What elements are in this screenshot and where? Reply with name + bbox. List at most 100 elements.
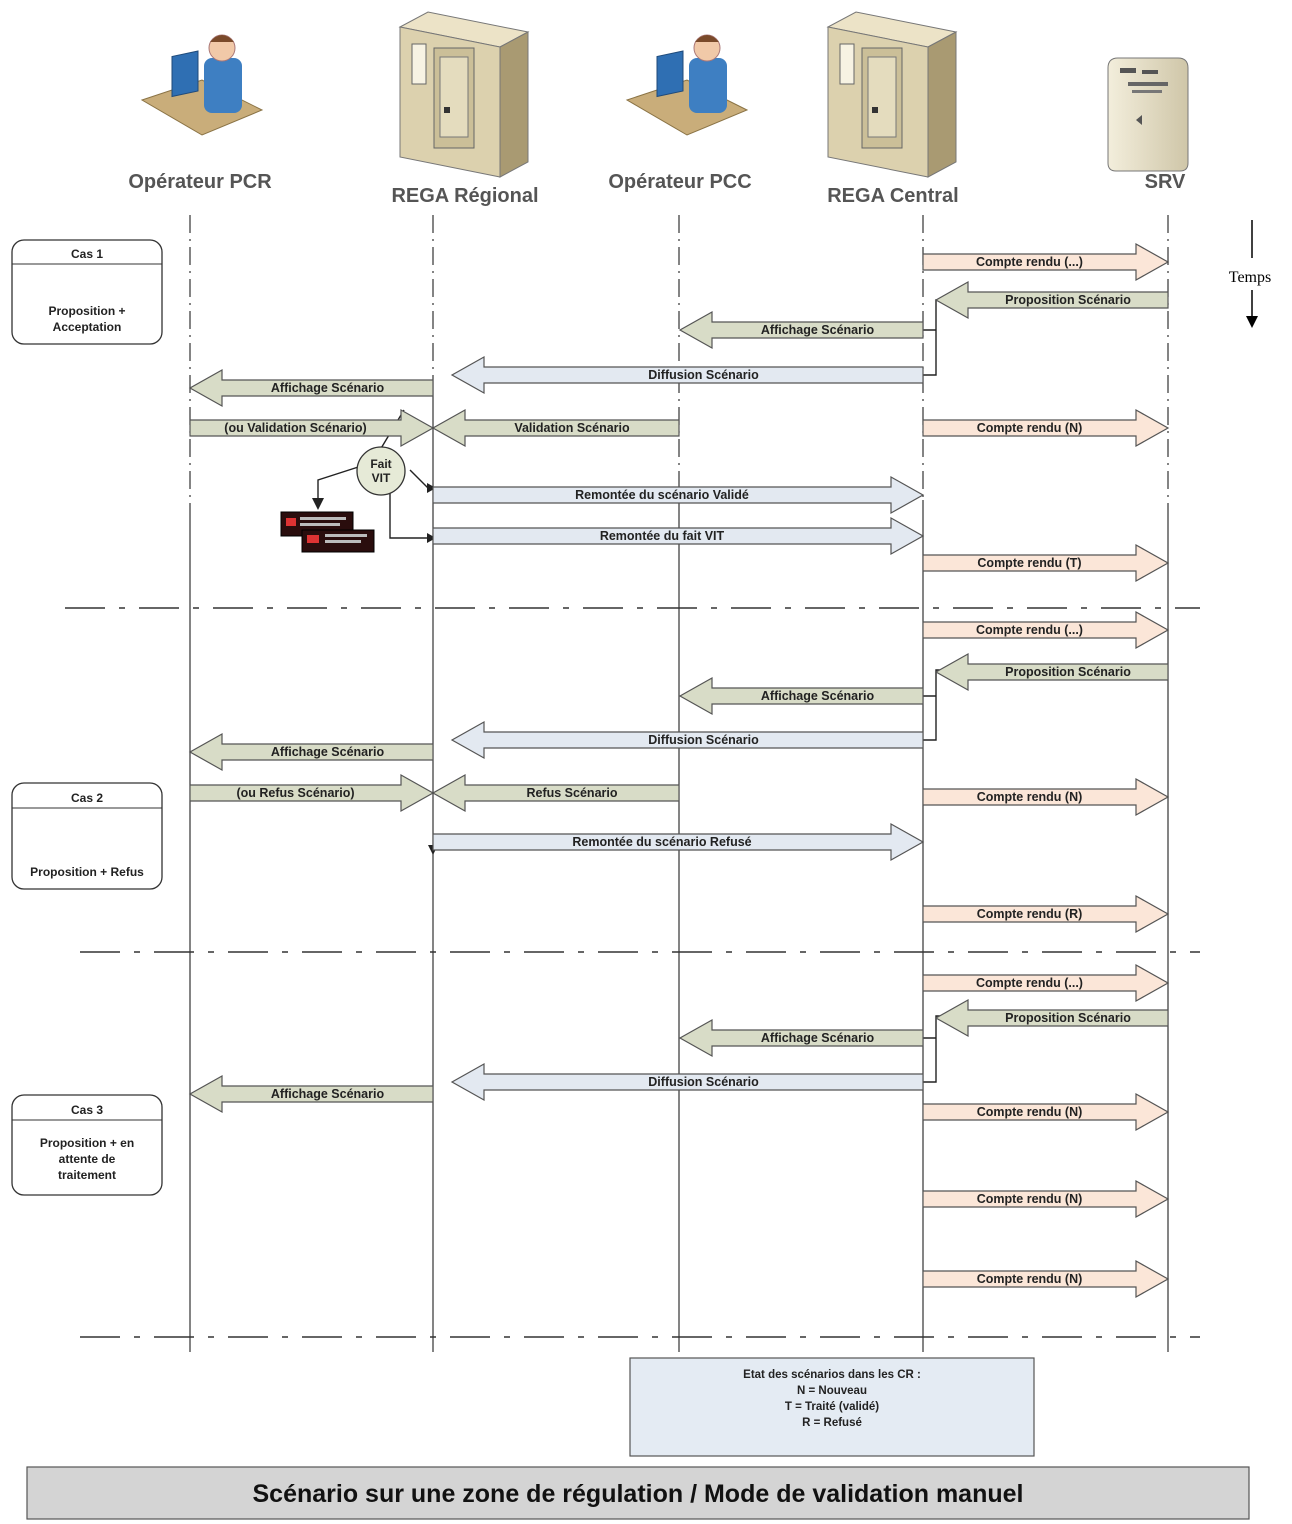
message-arrow-shape [432,516,925,556]
message-arrow-shape [678,1018,924,1058]
case-desc: attente de [59,1152,116,1166]
server-tower-icon [826,11,958,178]
message-label: Proposition Scénario [1005,665,1131,679]
message-arrow-shape [934,652,1169,692]
message-arrow: Proposition Scénario [934,652,1169,692]
message-arrow: Affichage Scénario [678,310,924,350]
message-arrow-shape [922,242,1170,282]
message-arrow: Diffusion Scénario [450,720,924,760]
message-arrow: Remontée du fait VIT [432,516,925,556]
message-arrow: Compte rendu (N) [922,1259,1170,1299]
message-label: Diffusion Scénario [648,1075,759,1089]
message-label: Diffusion Scénario [648,733,759,747]
message-label: Compte rendu (N) [977,1272,1083,1286]
page-title: Scénario sur une zone de régulation / Mo… [253,1480,1024,1508]
message-arrow-shape [922,610,1170,650]
time-indicator: Temps [1229,220,1271,328]
message-arrow: Affichage Scénario [188,732,434,772]
legend-line: N = Nouveau [797,1385,867,1397]
message-arrow: Diffusion Scénario [450,355,924,395]
message-arrow: Affichage Scénario [188,1074,434,1114]
message-arrow: Compte rendu (...) [922,242,1170,282]
message-label: Compte rendu (N) [977,1105,1083,1119]
message-arrow-shape [189,773,435,813]
message-arrow: Proposition Scénario [934,280,1169,320]
message-arrow: Validation Scénario [431,408,680,448]
message-arrow-shape [678,310,924,350]
message-label: Affichage Scénario [271,381,385,395]
message-arrow-shape [188,732,434,772]
case-separators [65,607,1200,1338]
message-label: Proposition Scénario [1005,293,1131,307]
message-label: Affichage Scénario [761,1031,875,1045]
message-label: Remontée du scénario Refusé [572,835,751,849]
message-arrow: (ou Validation Scénario) [189,408,435,448]
message-arrow-shape [450,355,924,395]
case-desc: Proposition + Refus [30,865,144,879]
message-arrow: (ou Refus Scénario) [189,773,435,813]
message-arrow: Compte rendu (...) [922,610,1170,650]
message-arrows: Compte rendu (...)Proposition ScénarioAf… [188,242,1170,1299]
message-arrow-shape [450,1062,924,1102]
message-arrow-shape [678,676,924,716]
title-bar: Scénario sur une zone de régulation / Mo… [26,1466,1250,1520]
message-label: Compte rendu (...) [976,255,1083,269]
message-arrow-shape [922,777,1170,817]
message-arrow-shape [432,475,925,515]
message-label: Affichage Scénario [271,1087,385,1101]
message-arrow-shape [450,720,924,760]
case-desc: Proposition + en [40,1136,134,1150]
time-label: Temps [1229,269,1271,286]
message-arrow-shape [188,1074,434,1114]
message-arrow: Compte rendu (N) [922,1092,1170,1132]
message-label: Compte rendu (T) [977,556,1081,570]
message-arrow: Affichage Scénario [188,368,434,408]
message-label: Compte rendu (N) [977,790,1083,804]
message-label: (ou Refus Scénario) [236,786,354,800]
message-label: Compte rendu (N) [977,421,1083,435]
message-arrow-shape [922,963,1170,1003]
actor-label-rega-central: REGA Central [827,185,959,207]
message-label: Validation Scénario [514,421,630,435]
status-panel-icon [280,511,375,553]
operator-icon [140,34,264,136]
message-label: Compte rendu (R) [977,907,1083,921]
actor-label-pcr: Opérateur PCR [128,171,272,193]
message-label: Affichage Scénario [761,323,875,337]
message-arrow: Remontée du scénario Refusé [432,822,925,862]
message-label: (ou Validation Scénario) [224,421,366,435]
message-arrow: Compte rendu (N) [922,777,1170,817]
message-arrow-shape [431,408,680,448]
message-arrow-shape [922,894,1170,934]
message-label: Compte rendu (N) [977,1192,1083,1206]
case-title: Cas 3 [71,1103,103,1117]
message-label: Remontée du fait VIT [600,529,725,543]
fait-vit-node: Fait VIT [356,446,406,496]
case-title: Cas 2 [71,791,103,805]
legend-line: R = Refusé [802,1417,862,1429]
case-box-2: Cas 2 Proposition + Refus [11,782,163,890]
legend-box: Etat des scénarios dans les CR : N = Nou… [629,1357,1035,1457]
message-arrow-shape [922,1179,1170,1219]
actor-label-srv: SRV [1145,171,1186,193]
message-arrow-shape [922,1092,1170,1132]
server-tower-icon [398,11,530,178]
message-label: Compte rendu (...) [976,976,1083,990]
legend-line: Etat des scénarios dans les CR : [743,1369,921,1381]
case-title: Cas 1 [71,247,103,261]
message-arrow: Proposition Scénario [934,998,1169,1038]
message-arrow: Affichage Scénario [678,676,924,716]
message-label: Diffusion Scénario [648,368,759,382]
message-arrow-shape [934,280,1169,320]
message-label: Compte rendu (...) [976,623,1083,637]
message-arrow-shape [922,1259,1170,1299]
case-desc: traitement [58,1168,116,1182]
message-label: Affichage Scénario [761,689,875,703]
case-box-1: Cas 1 Proposition + Acceptation [11,239,163,345]
actor-label-rega-regional: REGA Régional [391,185,538,207]
message-arrow-shape [188,368,434,408]
message-label: Remontée du scénario Validé [575,488,749,502]
message-arrow: Remontée du scénario Validé [432,475,925,515]
message-arrow-shape [922,408,1170,448]
